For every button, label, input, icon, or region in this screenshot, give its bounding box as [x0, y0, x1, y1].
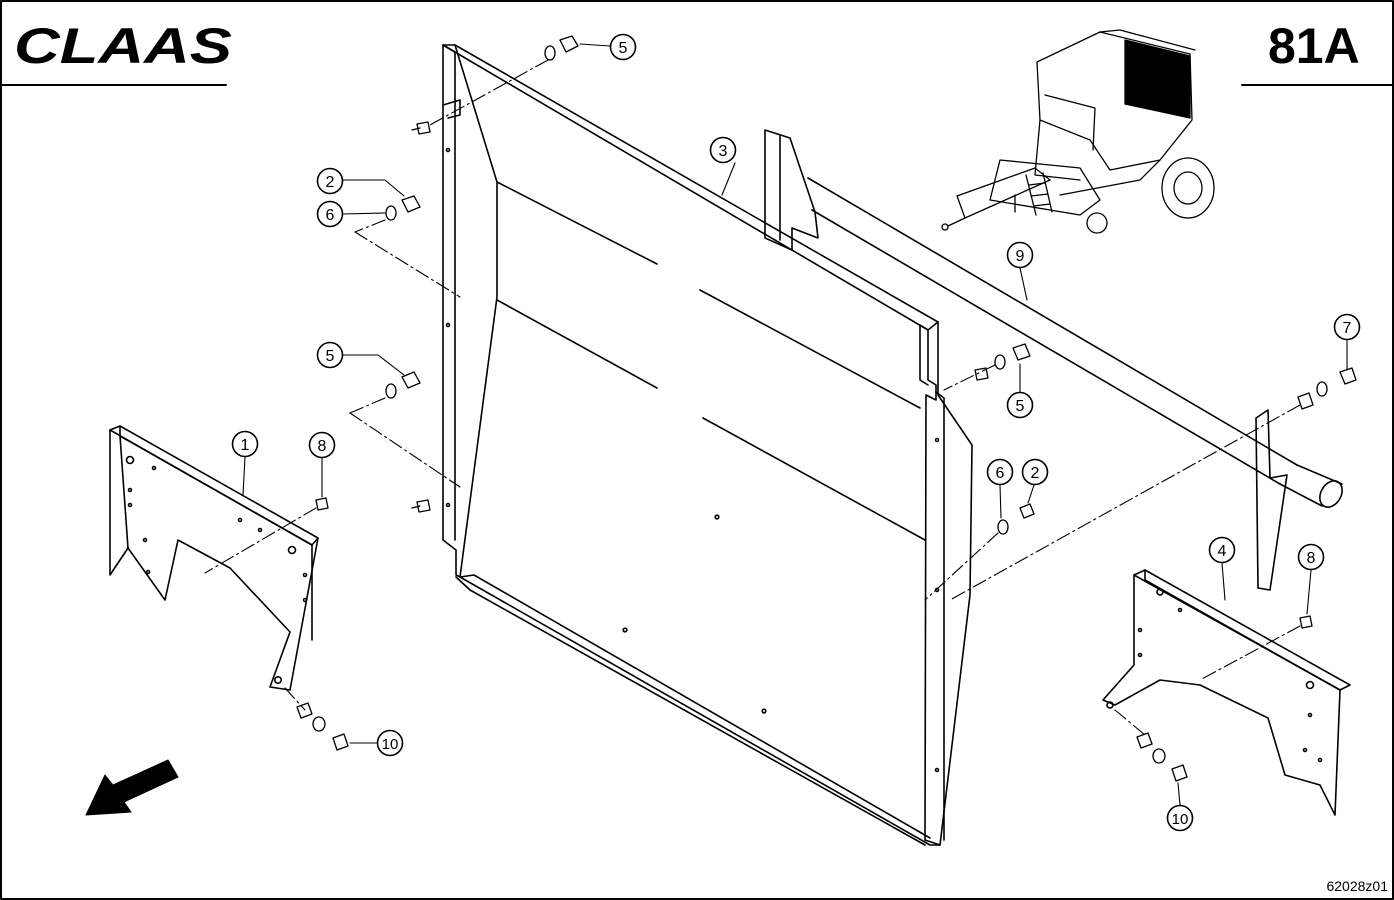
- callout-8-right: 8: [1297, 543, 1325, 571]
- fasteners: [296, 35, 1357, 782]
- callout-2-upper: 2: [316, 167, 344, 195]
- callout-1: 1: [231, 430, 259, 458]
- right-bracket: [1102, 569, 1351, 816]
- assembly-lines: [204, 59, 1301, 736]
- brand-logo: CLAAS: [14, 18, 232, 74]
- svg-text:3: 3: [719, 143, 728, 160]
- callout-7: 7: [1333, 313, 1361, 341]
- svg-text:5: 5: [1016, 398, 1025, 415]
- callout-5-top: 5: [609, 33, 637, 61]
- callout-3: 3: [709, 136, 737, 164]
- callout-5-left: 5: [316, 341, 344, 369]
- svg-text:10: 10: [1172, 811, 1189, 828]
- svg-text:2: 2: [1031, 465, 1040, 482]
- drawing-code: 62028z01: [1326, 878, 1388, 894]
- svg-text:5: 5: [619, 40, 628, 57]
- rear-panel: [442, 44, 973, 846]
- callout-2-right: 2: [1021, 458, 1049, 486]
- baler-overview-icon: [941, 29, 1215, 234]
- svg-text:8: 8: [318, 438, 327, 455]
- callout-8-left: 8: [308, 431, 336, 459]
- svg-text:4: 4: [1218, 543, 1227, 560]
- callout-4: 4: [1208, 536, 1236, 564]
- callout-5-right: 5: [1006, 391, 1034, 419]
- callout-6-right: 6: [986, 458, 1014, 486]
- callout-6-left: 6: [316, 200, 344, 228]
- svg-text:10: 10: [382, 736, 399, 753]
- svg-text:6: 6: [996, 465, 1005, 482]
- leader-lines: [242, 43, 1348, 806]
- svg-text:7: 7: [1343, 320, 1352, 337]
- arrow-down-left-icon: [85, 759, 179, 816]
- callout-9: 9: [1006, 241, 1034, 269]
- svg-text:1: 1: [241, 437, 250, 454]
- svg-text:8: 8: [1307, 550, 1316, 567]
- callout-10-right: 10: [1166, 804, 1194, 832]
- svg-text:6: 6: [326, 207, 335, 224]
- callout-10-left: 10: [376, 729, 404, 757]
- left-bracket: [109, 425, 319, 691]
- cross-tube: [764, 129, 1343, 591]
- svg-text:5: 5: [326, 348, 335, 365]
- svg-text:9: 9: [1016, 248, 1025, 265]
- page-number: 81A: [1268, 18, 1360, 74]
- svg-text:2: 2: [326, 174, 335, 191]
